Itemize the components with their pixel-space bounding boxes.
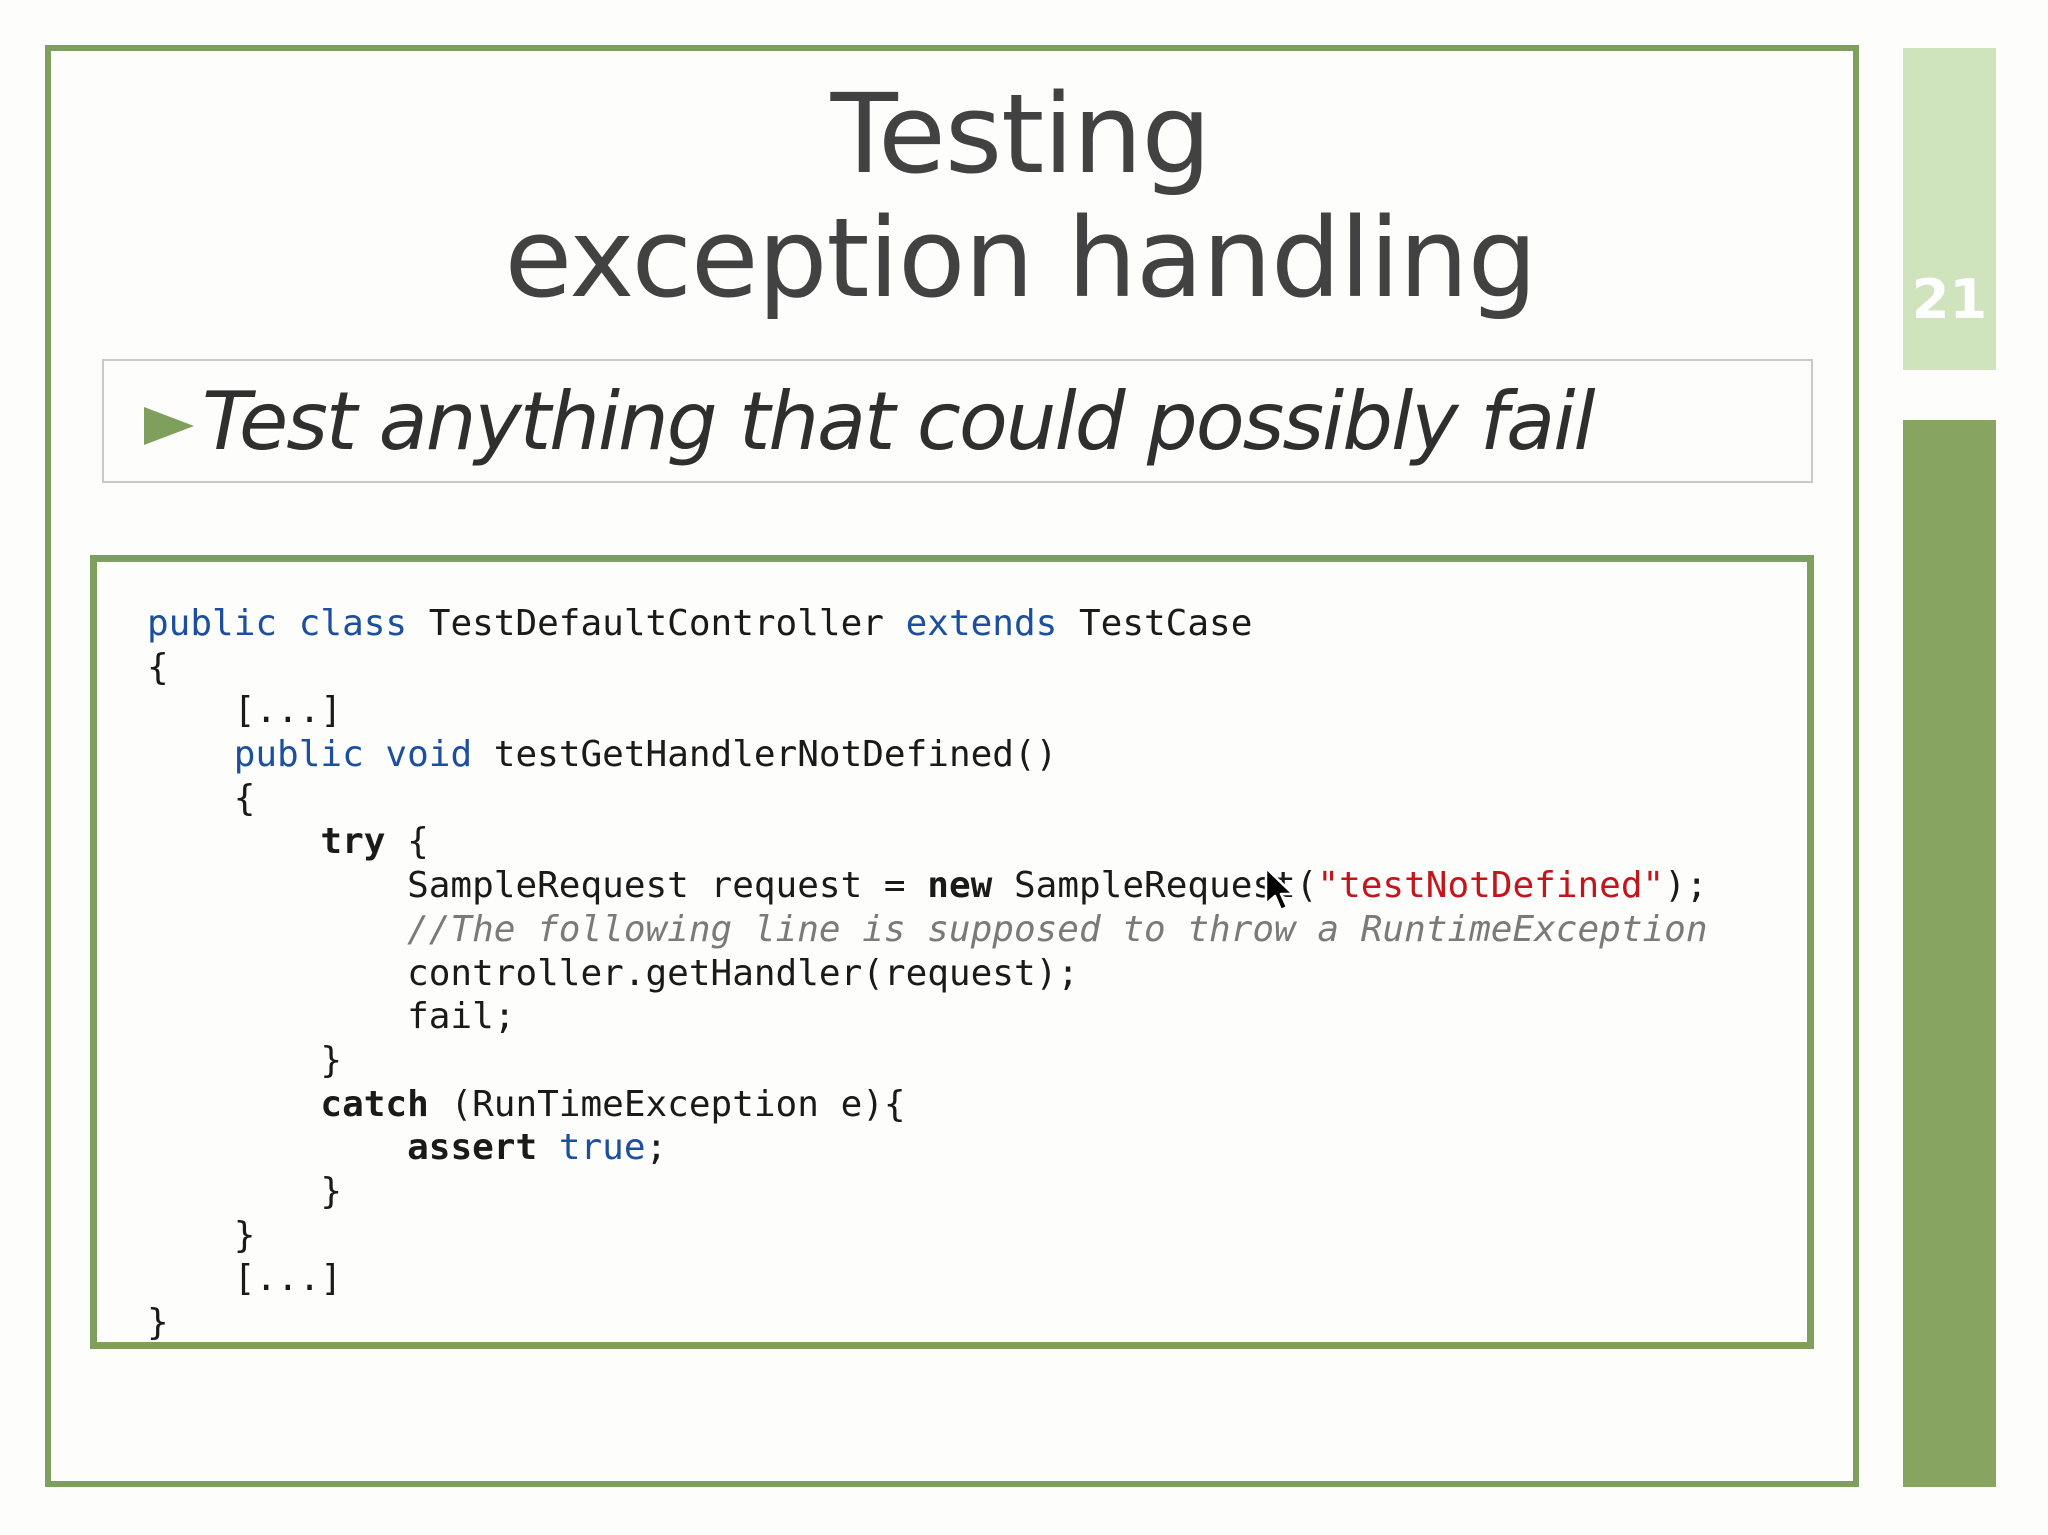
bullet-text: Test anything that could possibly fail	[202, 374, 1596, 468]
code-token: }	[147, 1302, 169, 1343]
code-line: [...]	[147, 1257, 1708, 1301]
code-box: public class TestDefaultController exten…	[90, 555, 1814, 1349]
title-line-1: Testing	[830, 70, 1212, 198]
title-line-2: exception handling	[504, 194, 1538, 322]
code-token: //The following line is supposed to thro…	[147, 908, 1708, 950]
code-token	[537, 1127, 559, 1168]
code-token	[147, 821, 320, 862]
page-number-tab	[1903, 48, 1996, 370]
code-token: SampleRequest request =	[147, 865, 928, 907]
code-token	[147, 1084, 320, 1125]
side-accent-bar	[1903, 420, 1996, 1487]
code-token: fail;	[147, 996, 516, 1038]
code-line: controller.getHandler(request);	[147, 952, 1708, 996]
code-line: }	[147, 1039, 1708, 1083]
code-token: true	[558, 1127, 646, 1169]
code-block: public class TestDefaultController exten…	[147, 602, 1708, 1345]
bullet-box: Test anything that could possibly fail	[102, 359, 1813, 483]
code-line: public class TestDefaultController exten…	[147, 602, 1708, 646]
code-token: (RunTimeException e){	[428, 1083, 906, 1125]
code-token: {	[147, 777, 256, 819]
code-line: }	[147, 1301, 1708, 1345]
code-token: controller.getHandler(request);	[147, 952, 1079, 994]
code-line: }	[147, 1170, 1708, 1214]
code-token: extends	[905, 603, 1058, 644]
code-token	[147, 1127, 407, 1168]
code-token: TestCase	[1057, 603, 1253, 644]
code-token: {	[385, 821, 429, 863]
code-line: //The following line is supposed to thro…	[147, 908, 1708, 952]
code-line: try {	[147, 820, 1708, 864]
code-token: {	[147, 646, 169, 688]
code-line: {	[147, 646, 1708, 690]
code-token: assert	[407, 1127, 538, 1169]
code-token: ;	[645, 1127, 668, 1169]
code-token: }	[147, 1039, 343, 1081]
slide-title: Testing exception handling	[45, 72, 1996, 320]
code-line: {	[147, 777, 1708, 821]
code-token: try	[320, 821, 386, 863]
code-token: }	[147, 1170, 343, 1212]
code-token: [...]	[147, 690, 343, 732]
code-line: catch (RunTimeException e){	[147, 1083, 1708, 1127]
page-number: 21	[1911, 268, 1988, 331]
code-token: public void	[233, 734, 473, 776]
mouse-pointer-icon	[1264, 866, 1295, 912]
code-token: testGetHandlerNotDefined()	[472, 734, 1058, 776]
code-line: assert true;	[147, 1126, 1708, 1170]
code-token	[147, 734, 234, 775]
code-line: fail;	[147, 995, 1708, 1039]
code-token: }	[147, 1214, 256, 1256]
code-token: );	[1664, 865, 1708, 907]
code-line: [...]	[147, 689, 1708, 733]
code-line: }	[147, 1214, 1708, 1258]
code-token: TestDefaultController	[407, 603, 906, 644]
code-token: new	[927, 865, 993, 907]
code-token: catch	[320, 1083, 429, 1125]
code-token: public class	[147, 603, 408, 644]
code-line: SampleRequest request = new SampleReques…	[147, 864, 1708, 908]
triangle-right-icon	[144, 407, 194, 445]
code-token: [...]	[147, 1258, 343, 1300]
code-token: "testNotDefined"	[1317, 865, 1665, 907]
code-line: public void testGetHandlerNotDefined()	[147, 733, 1708, 777]
